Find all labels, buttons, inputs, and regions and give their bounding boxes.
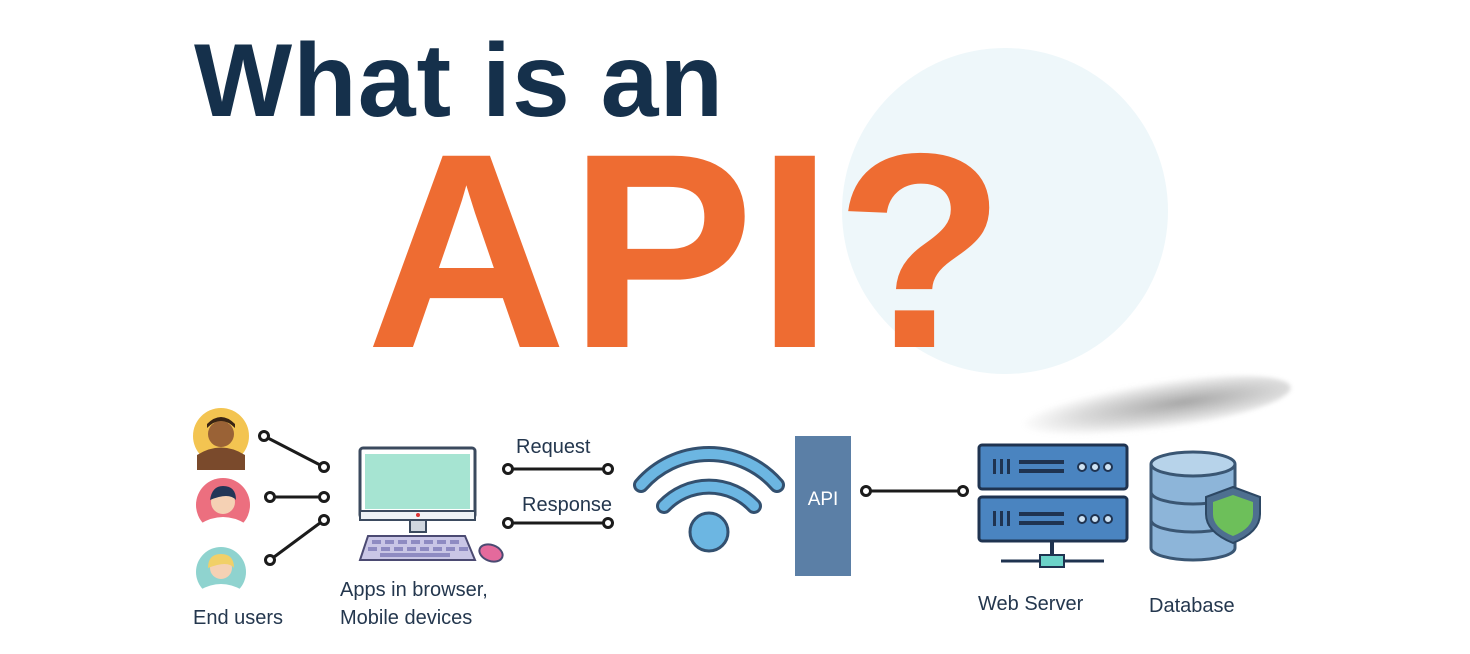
web-server-label: Web Server: [978, 593, 1084, 615]
user-avatar-icon: [193, 408, 249, 470]
database-label: Database: [1149, 595, 1235, 617]
shield-icon: [1205, 485, 1261, 545]
api-box: [795, 436, 851, 576]
title-line-2: API?: [366, 95, 1008, 406]
server-rack-icon: [977, 443, 1129, 568]
user-connectors: [258, 430, 330, 566]
desktop-computer-icon: [358, 446, 477, 533]
request-connector: [502, 463, 614, 475]
title-line-1: What is an: [194, 23, 725, 139]
mouse-icon: [478, 543, 504, 563]
response-label: Response: [522, 494, 612, 516]
response-connector: [502, 517, 614, 529]
api-box-label: API: [808, 489, 839, 510]
end-users-label: End users: [193, 607, 283, 629]
user-avatar-icon: [196, 478, 250, 532]
keyboard-icon: [358, 535, 477, 561]
server-connector: [860, 485, 969, 497]
user-avatar-icon: [196, 547, 246, 597]
background-circle: [842, 48, 1168, 374]
apps-label-line-1: Apps in browser,: [340, 579, 488, 601]
wifi-icon: [633, 445, 785, 553]
apps-label-line-2: Mobile devices: [340, 607, 472, 629]
request-label: Request: [516, 436, 591, 458]
